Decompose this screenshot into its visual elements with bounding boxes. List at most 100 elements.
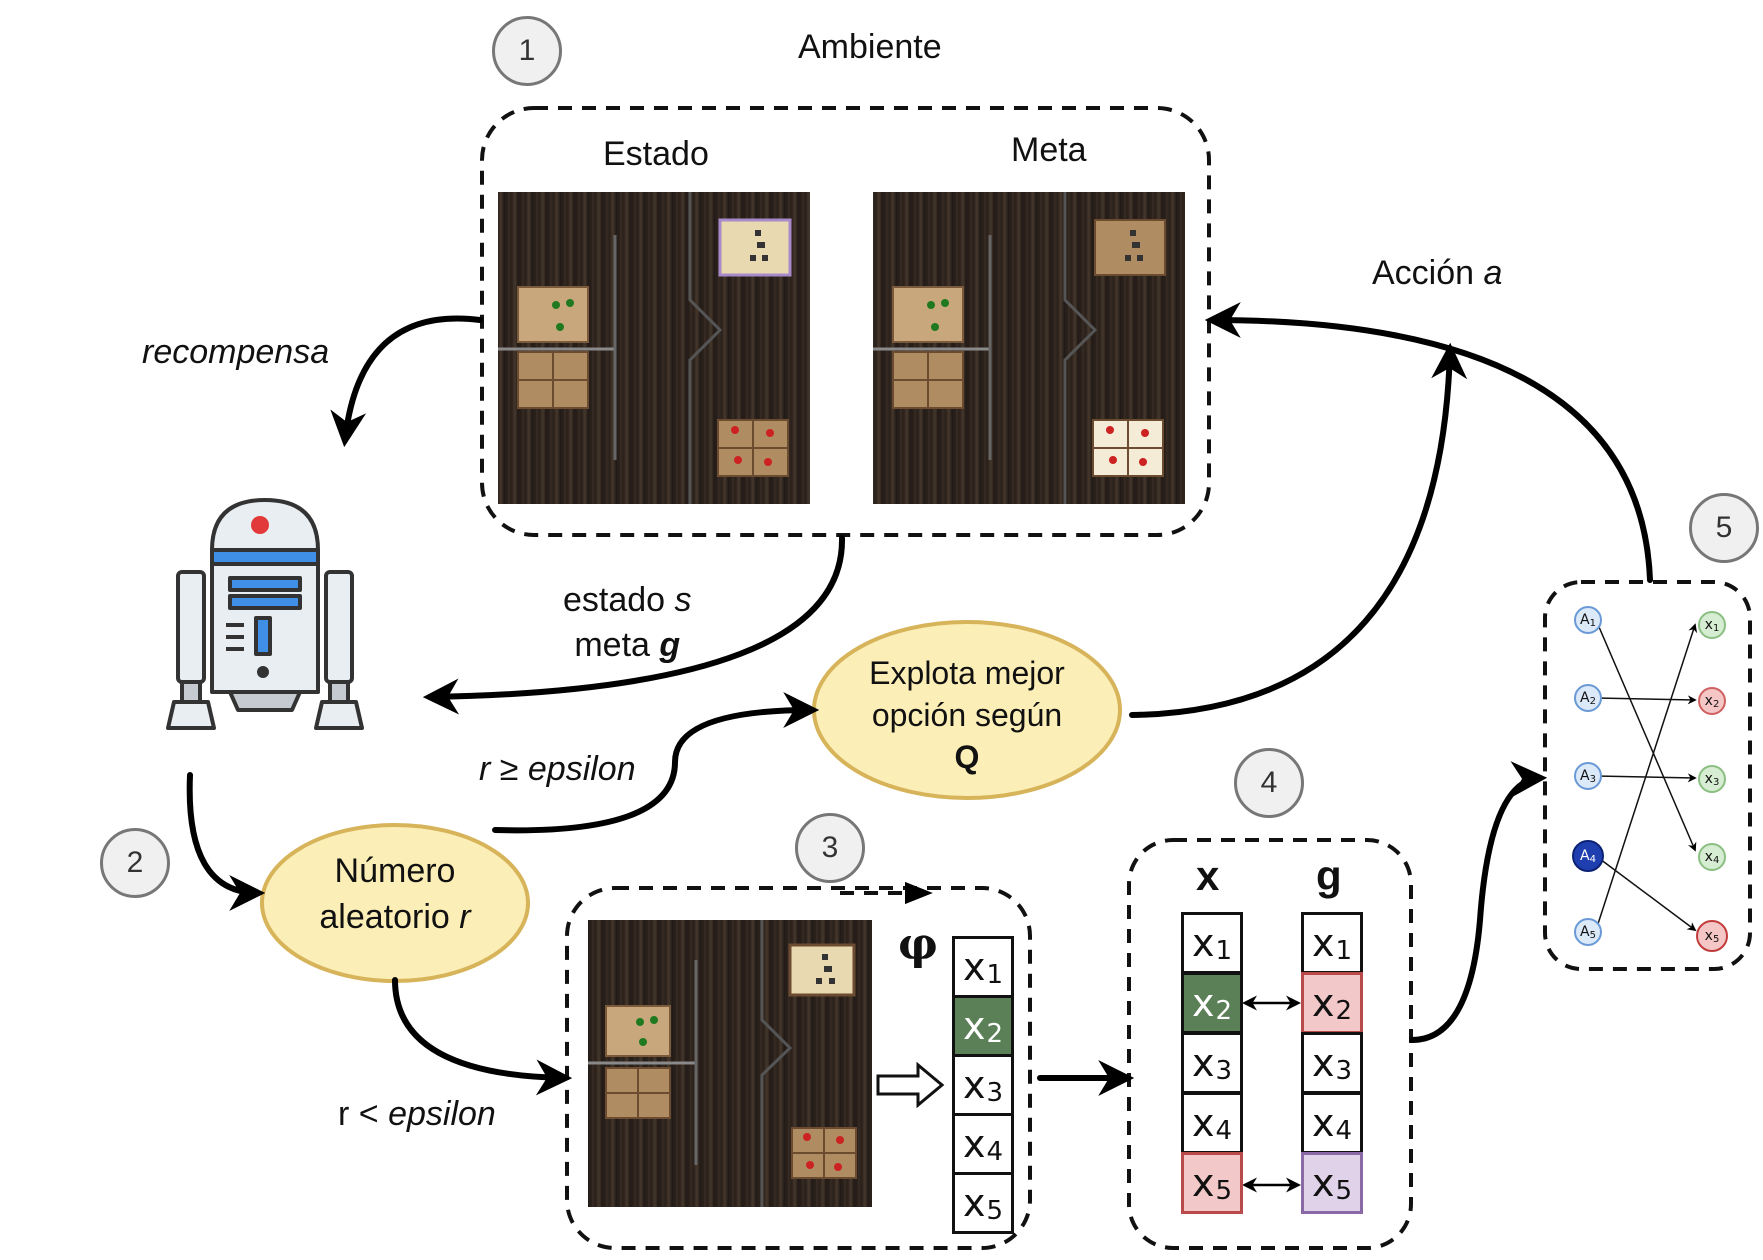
g-cell-1-sub: 1 bbox=[1335, 936, 1353, 966]
action-label-prefix: Acción bbox=[1372, 254, 1484, 292]
g-cell-2-sub: 2 bbox=[1335, 996, 1353, 1026]
node-x2-base: x bbox=[1704, 693, 1713, 709]
step-1-badge: 1 bbox=[492, 16, 562, 86]
random-to-exploit-arrow bbox=[492, 692, 820, 834]
x-cell-5-sub: 5 bbox=[1215, 1176, 1233, 1206]
random-line-1: Número bbox=[334, 852, 456, 890]
exploit-text: Explota mejor opción según Q bbox=[837, 652, 1097, 778]
node-x3-base: x bbox=[1704, 771, 1713, 787]
encoder-scene-image bbox=[588, 920, 872, 1207]
state-prefix: estado bbox=[563, 581, 675, 619]
goal-scene-image bbox=[873, 192, 1185, 504]
state-goal-label: estado s meta g bbox=[563, 578, 692, 668]
exploit-line-2: opción según bbox=[871, 697, 1063, 733]
x-cell-4-sub: 4 bbox=[1215, 1116, 1233, 1146]
reward-arrow bbox=[330, 315, 483, 448]
assignment-to-env-arrow bbox=[1204, 302, 1653, 583]
encoder-cell-x2-base: x bbox=[962, 1004, 986, 1048]
state-label: Estado bbox=[603, 135, 709, 173]
encoder-cell-x4-sub: 4 bbox=[986, 1137, 1004, 1167]
x-cell-1-base: x bbox=[1191, 921, 1215, 965]
random-number-text: Número aleatorio r bbox=[290, 848, 500, 940]
step-2-badge: 2 bbox=[100, 828, 170, 898]
encoder-cell-x1-sub: 1 bbox=[986, 960, 1004, 990]
comparison-box bbox=[1127, 838, 1413, 1250]
assignment-box bbox=[1543, 580, 1752, 971]
x-cell-4-base: x bbox=[1191, 1101, 1215, 1145]
node-a1-sub: 1 bbox=[1589, 617, 1596, 629]
node-x4-sub: 4 bbox=[1712, 854, 1720, 866]
random-line-2: aleatorio r bbox=[290, 894, 500, 940]
encoder-cell-x3-sub: 3 bbox=[986, 1078, 1004, 1108]
node-x2-sub: 2 bbox=[1712, 698, 1720, 710]
node-x4-base: x bbox=[1704, 849, 1713, 865]
encode-arrow bbox=[876, 1061, 945, 1109]
x-cell-2-base: x bbox=[1191, 981, 1215, 1025]
x-cell-3-base: x bbox=[1191, 1041, 1215, 1085]
x-cell-1-sub: 1 bbox=[1215, 936, 1233, 966]
action-label: Acción a bbox=[1372, 256, 1502, 290]
exploit-line-1: Explota mejor bbox=[869, 655, 1065, 691]
exploit-to-action-arrow bbox=[1129, 342, 1468, 718]
g-cell-4-sub: 4 bbox=[1335, 1116, 1353, 1146]
x-cell-5-base: x bbox=[1191, 1161, 1215, 1205]
g-cell-2-base: x bbox=[1311, 981, 1335, 1025]
node-x3-sub: 3 bbox=[1712, 776, 1720, 788]
node-a4-sub: 4 bbox=[1589, 853, 1596, 865]
node-a4-base: A bbox=[1580, 848, 1590, 864]
encoder-cell-x3-base: x bbox=[962, 1063, 986, 1107]
g-cell-5-sub: 5 bbox=[1335, 1176, 1353, 1206]
step-5-badge: 5 bbox=[1689, 493, 1759, 563]
node-x5-base: x bbox=[1704, 928, 1713, 944]
node-x5-sub: 5 bbox=[1712, 933, 1720, 945]
node-x1-base: x bbox=[1704, 617, 1713, 633]
assignment-links bbox=[1595, 619, 1698, 932]
goal-label: Meta bbox=[1011, 131, 1087, 169]
node-a5-sub: 5 bbox=[1589, 929, 1596, 941]
state-goal-arrow bbox=[422, 535, 846, 715]
robot-to-random-arrow bbox=[186, 772, 266, 911]
random-var: r bbox=[459, 898, 471, 936]
goal-var: g bbox=[659, 626, 681, 664]
x-cell-2-sub: 2 bbox=[1215, 996, 1233, 1026]
state-var: s bbox=[674, 581, 692, 619]
g-cell-5-base: x bbox=[1311, 1161, 1335, 1205]
less-epsilon-label: r < epsilon bbox=[338, 1097, 496, 1131]
node-x1-sub: 1 bbox=[1712, 622, 1720, 634]
less-prefix: r < bbox=[338, 1095, 389, 1133]
node-a5-base: A bbox=[1580, 924, 1590, 940]
encoder-cell-x4-base: x bbox=[962, 1122, 986, 1166]
goal-line: meta g bbox=[563, 623, 692, 668]
x-cell-3-sub: 3 bbox=[1215, 1056, 1233, 1086]
node-a2-sub: 2 bbox=[1589, 695, 1596, 707]
g-cell-4-base: x bbox=[1311, 1101, 1335, 1145]
greater-epsilon-label: r ≥ epsilon bbox=[479, 752, 636, 786]
random-prefix: aleatorio bbox=[319, 898, 460, 936]
node-a3-sub: 3 bbox=[1589, 773, 1596, 785]
encoder-cell-x5-base: x bbox=[962, 1181, 986, 1225]
greater-var: epsilon bbox=[527, 750, 636, 788]
environment-title: Ambiente bbox=[798, 28, 942, 66]
node-a1-base: A bbox=[1580, 612, 1590, 628]
